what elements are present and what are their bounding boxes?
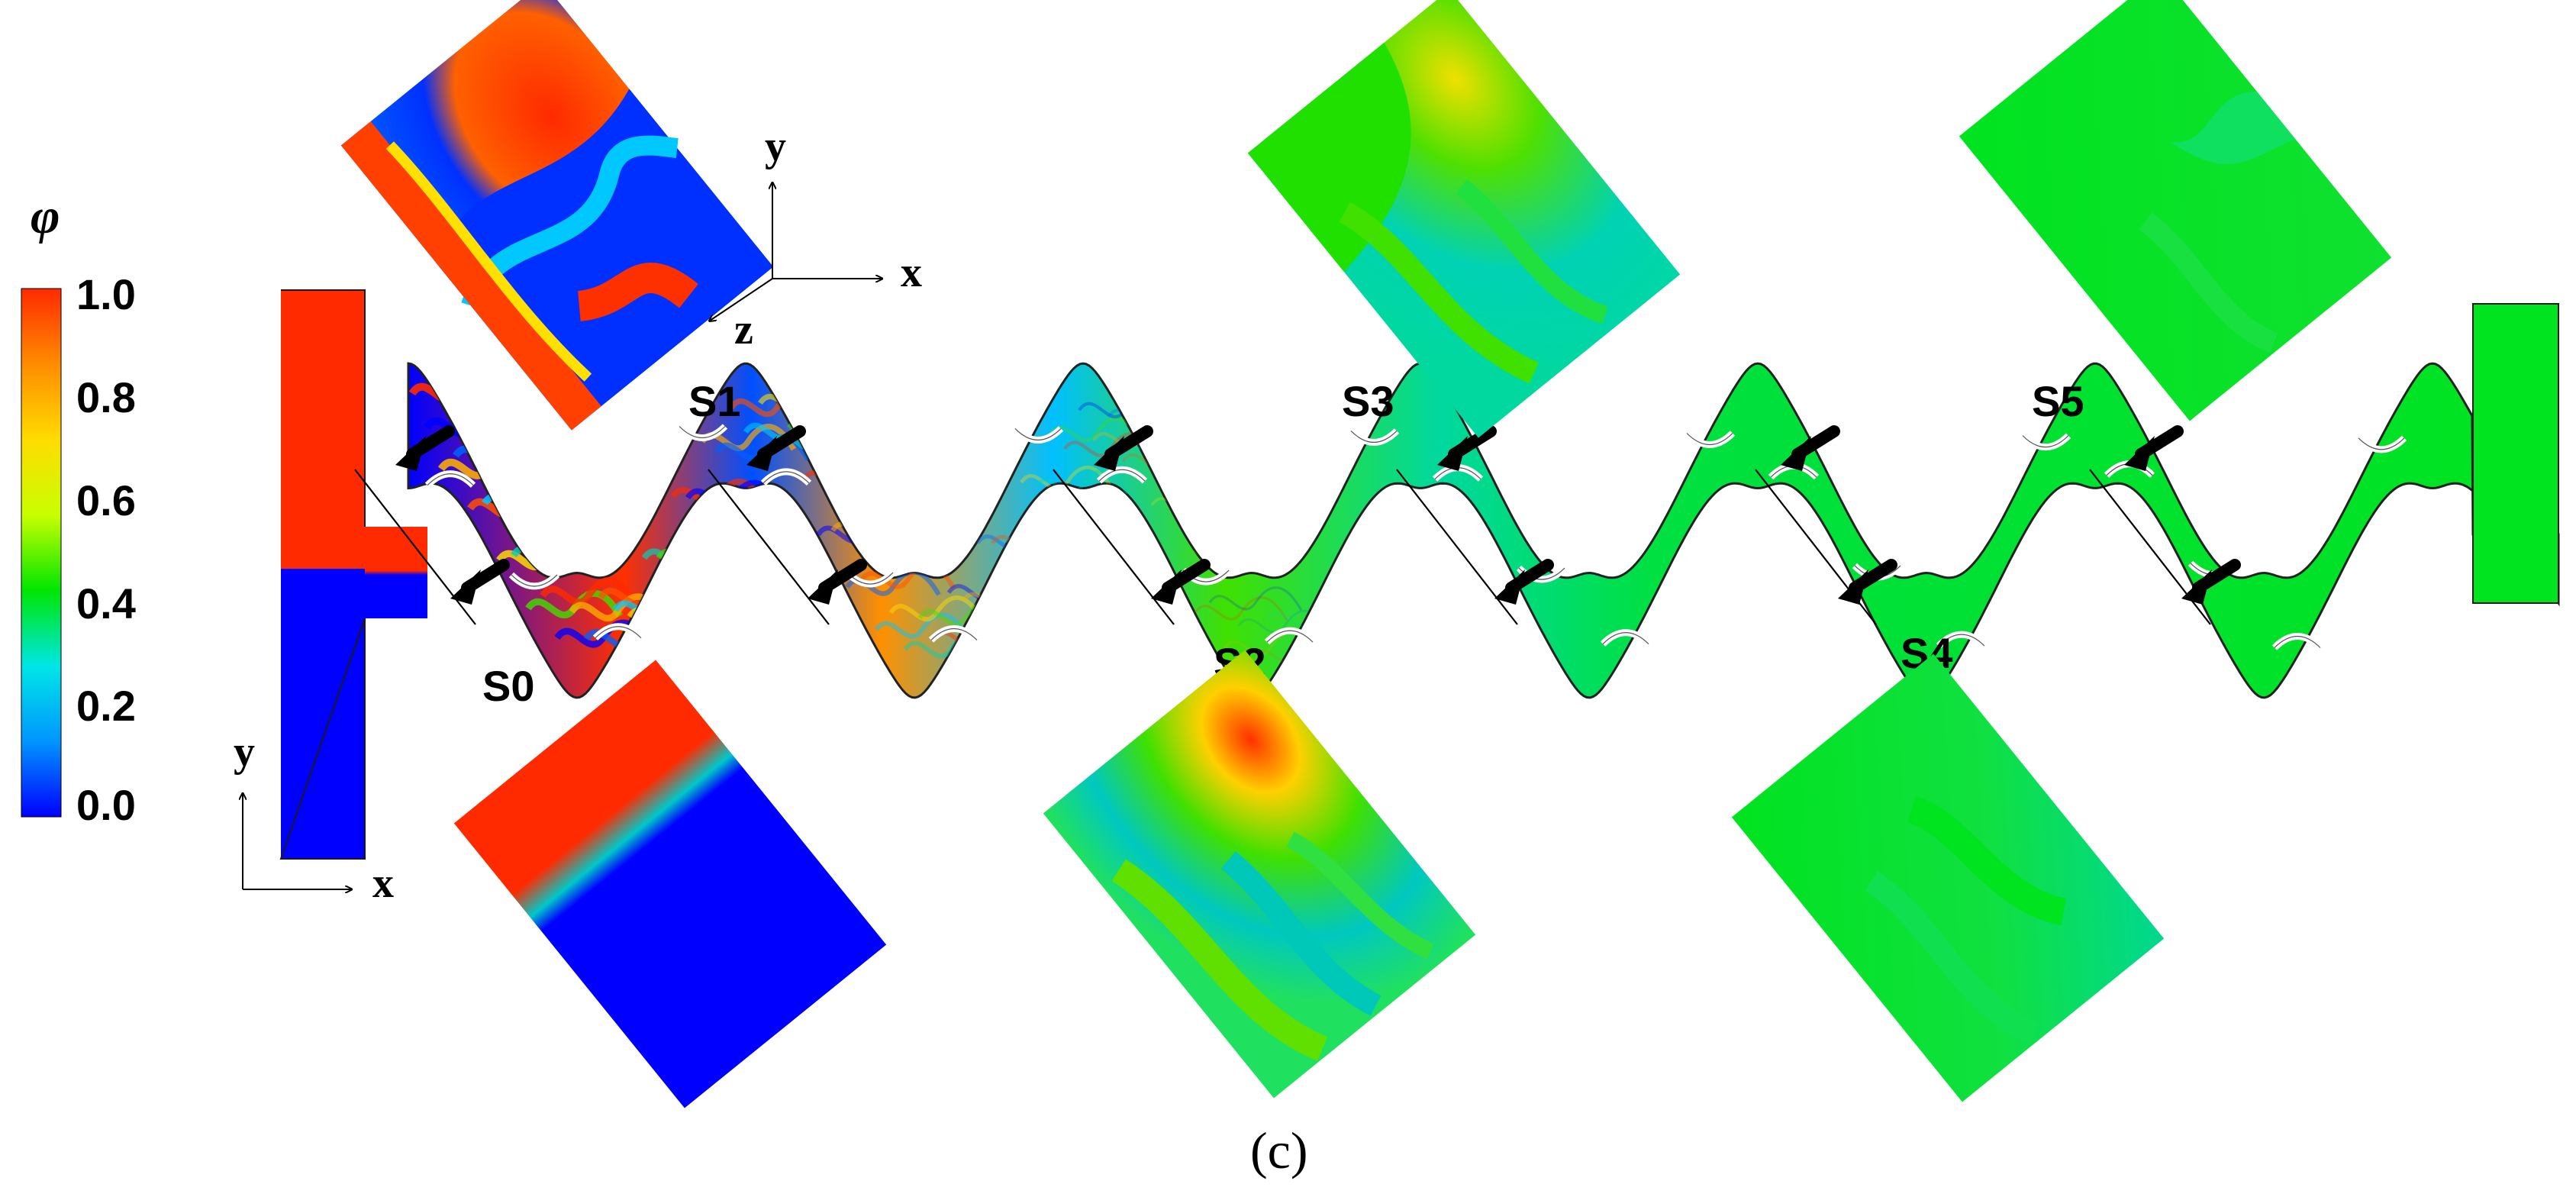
- mixing-streak: [540, 577, 637, 606]
- mixing-streak: [656, 540, 753, 568]
- colorbar: φ 1.0 0.8 0.6 0.4 0.2 0.0: [21, 189, 136, 829]
- mixing-streak: [1136, 434, 1230, 460]
- figure-caption: (c): [1250, 1121, 1307, 1179]
- colorbar-symbol: φ: [31, 189, 60, 244]
- baffle-outline: [427, 473, 474, 486]
- section-label-s0: S0: [482, 662, 535, 710]
- flow-arrow: [1094, 425, 1153, 471]
- panel-s0: [453, 660, 887, 1108]
- flow-arrow: [2124, 425, 2184, 471]
- flow-arrow: [450, 559, 510, 605]
- baffle-outline: [1266, 630, 1314, 643]
- section-label-s1: S1: [688, 377, 741, 425]
- colorbar-gradient: [21, 288, 62, 818]
- panel-s5: [1959, 0, 2392, 421]
- panel-s3: [1247, 0, 1681, 438]
- inlet-upper-red: [281, 290, 365, 576]
- inlet-lower-blue: [281, 569, 365, 859]
- flow-arrow: [1494, 559, 1554, 605]
- flow-arrow: [1781, 425, 1840, 471]
- mixing-streak: [888, 595, 985, 622]
- baffle-outline: [511, 574, 558, 587]
- mixing-streak: [1165, 484, 1259, 509]
- colorbar-ticks: 1.0 0.8 0.6 0.4 0.2 0.0: [76, 270, 136, 829]
- section-label-s3: S3: [1342, 377, 1394, 425]
- flow-arrow: [395, 425, 455, 471]
- colorbar-tick-1-0: 1.0: [76, 270, 136, 318]
- mixing-streak: [1208, 586, 1303, 611]
- inlet-y-label: y: [234, 728, 255, 776]
- colorbar-tick-0-8: 0.8: [76, 373, 136, 421]
- inlet-t-junction: [279, 289, 427, 860]
- baffle-outline: [1602, 632, 1649, 645]
- mixing-streak: [1194, 596, 1288, 621]
- baffle-outline: [679, 426, 726, 438]
- mixing-streak: [627, 598, 724, 627]
- axis-triad: y x z: [710, 123, 922, 353]
- section-label-s5: S5: [2032, 377, 2084, 425]
- baffle-outline: [1014, 428, 1062, 440]
- baffle-outline: [2274, 636, 2321, 648]
- axis-inlet: y x: [234, 728, 394, 907]
- baffle-outline: [2022, 435, 2069, 448]
- baffle-outline: [595, 626, 642, 639]
- baffle-outline: [1098, 469, 1146, 482]
- panel-s4: [1731, 653, 2165, 1102]
- flow-arrow: [1151, 559, 1211, 605]
- inlet-x-label: x: [372, 860, 394, 907]
- flow-arrow: [808, 559, 867, 605]
- flow-arrow: [1437, 425, 1497, 471]
- panel-s1: [340, 0, 774, 431]
- panel-s2: [1043, 650, 1476, 1099]
- flow-arrow: [2181, 559, 2241, 605]
- baffle-outline: [762, 471, 810, 484]
- baffle-outline: [1350, 430, 1398, 443]
- colorbar-tick-0-0: 0.0: [76, 781, 136, 829]
- triad-z-label: z: [734, 306, 753, 353]
- triad-x-label: x: [901, 249, 922, 296]
- baffle-outline: [2358, 437, 2405, 450]
- baffle-outline: [930, 628, 978, 640]
- mixing-streak: [1004, 526, 1101, 552]
- flow-arrows: [395, 425, 2241, 605]
- mixing-streak: [482, 484, 580, 514]
- mixing-streak: [874, 612, 970, 639]
- mixing-streak: [1020, 466, 1115, 492]
- triad-z-axis: [710, 278, 773, 321]
- baffle-outline: [1686, 433, 1733, 445]
- inlet-stub-outline: [279, 289, 366, 860]
- flow-arrow: [1838, 559, 1897, 605]
- flow-arrow: [746, 425, 806, 471]
- outlet-pipe: [2472, 303, 2559, 604]
- section-panels: [340, 0, 2392, 1108]
- baffle-outline: [1938, 634, 1985, 647]
- triad-y-label: y: [765, 123, 786, 170]
- colorbar-tick-0-4: 0.4: [76, 579, 136, 628]
- colorbar-tick-0-2: 0.2: [76, 682, 136, 730]
- inlet-junction: [365, 527, 427, 618]
- colorbar-tick-0-6: 0.6: [76, 476, 136, 524]
